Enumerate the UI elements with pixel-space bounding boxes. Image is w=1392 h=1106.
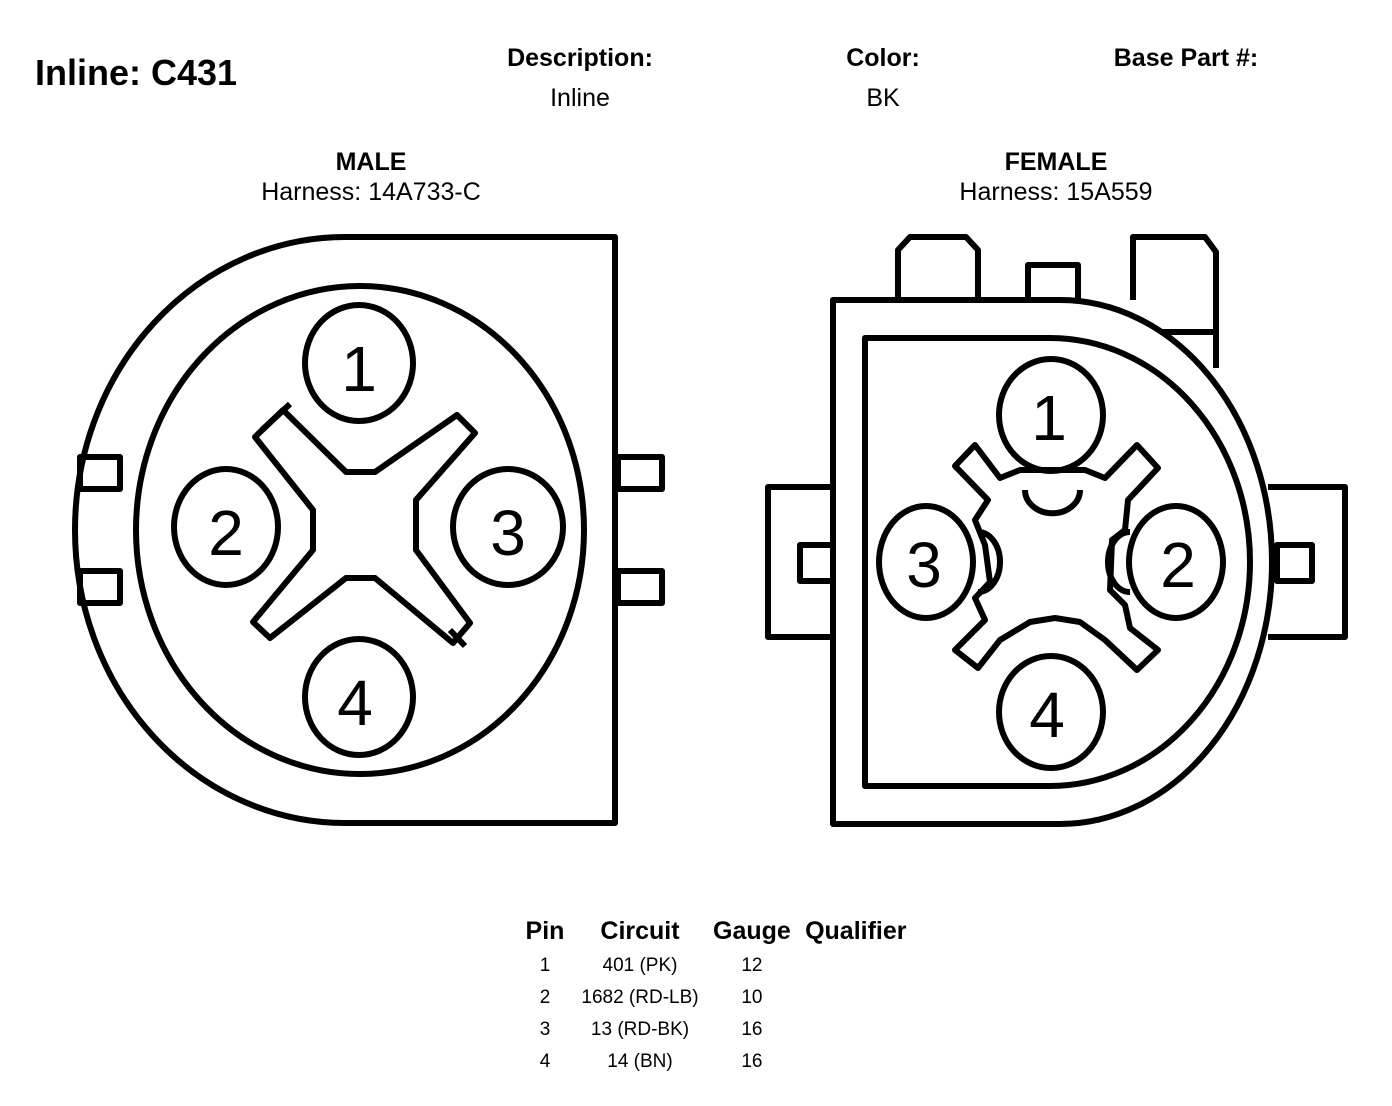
- gauge-cell: 10: [741, 987, 763, 1008]
- table-row: 4 14 (BN) 16: [518, 1046, 916, 1078]
- male-pin-2-cavity: [171, 466, 281, 588]
- qualifier-cell: [796, 950, 916, 982]
- female-top-tab-left: [895, 234, 981, 300]
- male-pin-4-cavity: [302, 636, 416, 758]
- male-cross-key: [250, 407, 478, 646]
- female-pin-3-cavity: [876, 503, 976, 621]
- circuit-cell: 1682 (RD-LB): [581, 987, 699, 1008]
- male-pin-4-label: 4: [337, 667, 373, 739]
- gauge-column-header: Gauge: [713, 916, 791, 945]
- pin-cell: 2: [539, 987, 551, 1008]
- female-pin-1-label: 1: [1031, 382, 1067, 454]
- connector-title: Inline: C431: [35, 52, 238, 93]
- male-title: MALE: [335, 148, 407, 176]
- gauge-cell: 12: [741, 955, 763, 976]
- circuit-column-header: Circuit: [600, 916, 680, 945]
- pin-table: Pin Circuit Gauge Qualifier 1 401 (PK) 1…: [518, 912, 916, 1078]
- pin-table-header: Pin Circuit Gauge Qualifier: [518, 912, 916, 950]
- female-pin-2-label: 2: [1160, 529, 1196, 601]
- table-row: 2 1682 (RD-LB) 10: [518, 982, 916, 1014]
- color-label: Color:: [846, 44, 920, 72]
- pin-cell: 3: [539, 1019, 551, 1040]
- male-pin-2-label: 2: [208, 497, 244, 569]
- circuit-cell: 13 (RD-BK): [590, 1019, 690, 1040]
- male-pin-3-cavity: [450, 466, 566, 588]
- circuit-cell: 14 (BN): [607, 1051, 673, 1072]
- female-housing: [830, 297, 1275, 827]
- male-latch-right-top: [615, 454, 665, 492]
- pin-cell: 1: [539, 955, 551, 976]
- female-top-tab-center: [1025, 262, 1081, 300]
- female-latch-right: [1268, 484, 1348, 640]
- pin-cell: 4: [539, 1051, 551, 1072]
- male-pin-1-label: 1: [341, 333, 377, 405]
- female-pin-2-cavity: [1126, 503, 1226, 621]
- male-latch-left-bottom: [77, 568, 123, 606]
- male-pin-3-label: 3: [490, 497, 526, 569]
- circuit-cell: 401 (PK): [602, 955, 678, 976]
- female-latch-right-slot: [1274, 542, 1315, 584]
- female-latch-left: [765, 484, 833, 640]
- male-housing: [72, 234, 618, 826]
- description-label: Description:: [507, 44, 653, 72]
- female-latch-left-slot: [797, 542, 836, 584]
- qualifier-cell: [796, 1014, 916, 1046]
- female-pin-4-label: 4: [1029, 679, 1065, 751]
- table-row: 3 13 (RD-BK) 16: [518, 1014, 916, 1046]
- male-face: [133, 283, 587, 777]
- male-connector: [72, 234, 665, 826]
- table-row: 1 401 (PK) 12: [518, 950, 916, 982]
- pin-column-header: Pin: [525, 916, 565, 945]
- female-harness: Harness: 15A559: [959, 178, 1153, 206]
- female-face: [862, 335, 1253, 789]
- base-part-label: Base Part #:: [1113, 44, 1259, 72]
- female-top-tab-right: [1130, 234, 1219, 368]
- male-latch-left-top: [77, 454, 123, 492]
- gauge-cell: 16: [741, 1019, 763, 1040]
- gauge-cell: 16: [741, 1051, 763, 1072]
- female-title: FEMALE: [1004, 148, 1108, 176]
- female-connector: [765, 234, 1348, 827]
- male-harness: Harness: 14A733-C: [261, 178, 481, 206]
- female-pin-3-label: 3: [906, 529, 942, 601]
- female-pin-4-cavity: [996, 653, 1106, 771]
- description-value: Inline: [550, 84, 610, 112]
- qualifier-cell: [796, 1046, 916, 1078]
- color-value: BK: [866, 84, 900, 112]
- connector-views: 1 2 3 4 1 2 3 4: [72, 234, 1348, 827]
- qualifier-column-header: Qualifier: [805, 916, 907, 945]
- female-star-key: [952, 442, 1161, 673]
- female-pin-1-cavity: [996, 356, 1106, 474]
- male-latch-right-bottom: [615, 568, 665, 606]
- male-pin-1-cavity: [302, 302, 416, 424]
- qualifier-cell: [796, 982, 916, 1014]
